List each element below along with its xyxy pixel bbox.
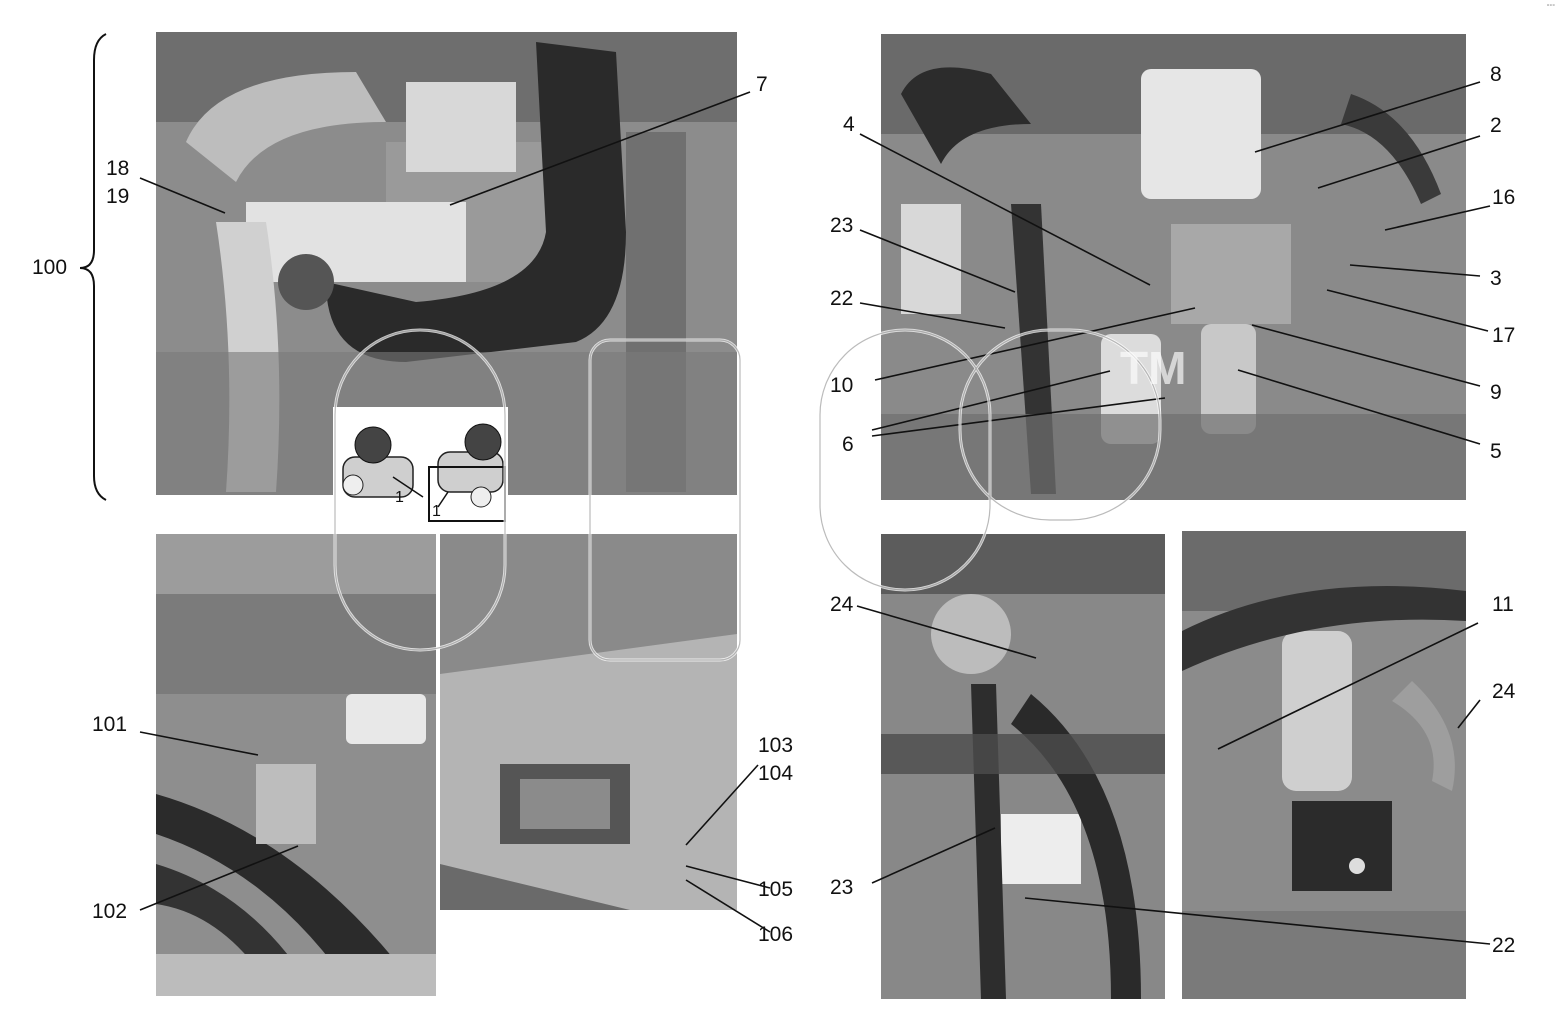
callout-106: 106	[758, 923, 794, 946]
callout-4: 4	[843, 113, 855, 136]
starter-motor-inset: 1 1	[333, 407, 508, 525]
engine-photo-bottom-left	[156, 534, 436, 996]
callout-22-top: 22	[830, 287, 854, 310]
callout-16: 16	[1492, 186, 1516, 209]
callout-104: 104	[758, 762, 794, 785]
callout-2: 2	[1490, 114, 1502, 137]
callout-19: 19	[106, 185, 130, 208]
callout-23-top: 23	[830, 214, 854, 237]
engine-photo-bottom-center	[440, 534, 737, 910]
callout-9: 9	[1490, 381, 1502, 404]
callout-6: 6	[842, 433, 854, 456]
callout-7: 7	[756, 73, 768, 96]
callout-24-right: 24	[1492, 680, 1516, 703]
watermark-tm: TM	[1120, 342, 1187, 394]
inset-label-1a: 1	[395, 489, 404, 506]
group-label-100: 100	[32, 256, 68, 279]
callout-10: 10	[830, 374, 854, 397]
callout-22-bottom: 22	[1492, 934, 1516, 957]
callout-24-left: 24	[830, 593, 854, 616]
callout-105: 105	[758, 878, 794, 901]
corner-mark: °°°	[1546, 4, 1555, 11]
callout-18: 18	[106, 157, 130, 180]
engine-photo-top-right	[881, 34, 1466, 500]
callout-3: 3	[1490, 267, 1502, 290]
callout-5: 5	[1490, 440, 1502, 463]
callout-102: 102	[92, 900, 128, 923]
callout-23-bottom: 23	[830, 876, 854, 899]
inset-label-1b: 1	[432, 503, 441, 520]
engine-photo-bottom-right-a	[881, 534, 1165, 999]
callout-101: 101	[92, 713, 128, 736]
engine-photo-bottom-right-b	[1182, 531, 1466, 999]
callout-8: 8	[1490, 63, 1502, 86]
callout-17: 17	[1492, 324, 1516, 347]
callout-103: 103	[758, 734, 794, 757]
callout-11: 11	[1492, 593, 1514, 616]
